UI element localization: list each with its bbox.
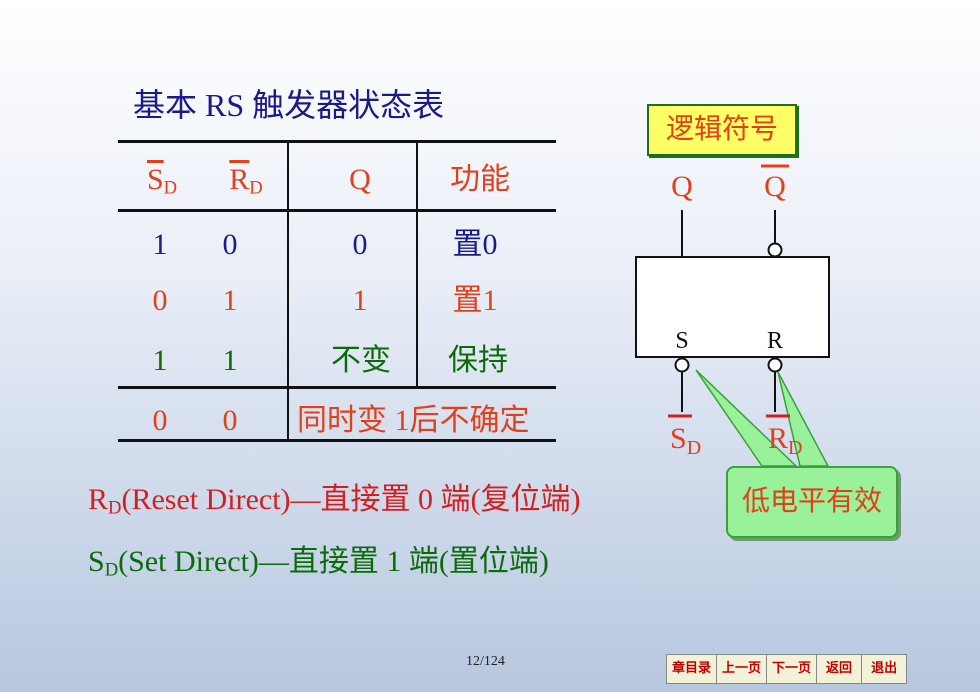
row2-q: 1: [352, 284, 368, 317]
input-sd-label: SD: [670, 422, 701, 459]
logic-symbol-label: 逻辑符号: [647, 104, 797, 156]
row2-sd: 0: [152, 284, 168, 317]
inverter-bubble-qbar: [767, 242, 783, 258]
row4-rd: 0: [222, 404, 238, 437]
row3-q: 不变: [331, 344, 391, 377]
page-number: 12/124: [466, 654, 505, 669]
header-function: 功能: [450, 163, 510, 196]
page-title: 基本 RS 触发器状态表: [133, 87, 445, 123]
logic-symbol-diagram: Q Q S R SD RD: [635, 164, 830, 467]
table-rule-top: [118, 140, 556, 143]
row4-sd: 0: [152, 404, 168, 437]
row4-merged: 同时变 1后不确定: [297, 404, 530, 437]
row3-function: 保持: [448, 344, 508, 377]
nav-prev-page-button[interactable]: 上一页: [717, 655, 768, 683]
table-rule-header: [118, 209, 556, 212]
row1-rd: 0: [222, 228, 238, 261]
table-divider-1: [287, 140, 289, 441]
nav-exit-button[interactable]: 退出: [871, 661, 898, 676]
active-low-callout: 低电平有效: [726, 466, 898, 538]
active-low-callout-text: 低电平有效: [741, 486, 882, 517]
row3-rd: 1: [222, 344, 238, 377]
table-rule-mid: [118, 386, 556, 389]
nav-chapter-toc-button[interactable]: 章目录: [667, 655, 718, 683]
output-qbar-label: Q: [764, 170, 786, 203]
row2-rd: 1: [222, 284, 238, 317]
nav-bar: 章目录 上一页 下一页 返回 退出: [666, 654, 908, 684]
header-sd: SD: [146, 163, 178, 199]
row1-sd: 1: [152, 228, 168, 261]
header-q: Q: [349, 163, 371, 196]
nav-next-page-button[interactable]: 下一页: [767, 655, 818, 683]
row1-q: 0: [352, 228, 368, 261]
row3-sd: 1: [152, 344, 168, 377]
output-q-label: Q: [671, 170, 693, 203]
row2-function: 置1: [452, 284, 498, 317]
inverter-bubble-r: [767, 357, 783, 373]
header-rd: RD: [229, 163, 263, 199]
flipflop-box: [635, 256, 830, 358]
table-divider-2: [416, 140, 418, 389]
row1-function: 置0: [452, 228, 498, 261]
nav-back-button[interactable]: 返回: [817, 655, 863, 683]
input-rd-label: RD: [768, 422, 802, 459]
input-s-label: S: [675, 328, 688, 354]
inverter-bubble-s: [674, 357, 690, 373]
table-rule-bottom: [118, 439, 556, 442]
input-r-label: R: [767, 328, 783, 354]
note-reset-direct: RD(Reset Direct)—直接置 0 端(复位端): [88, 483, 581, 519]
note-set-direct: SD(Set Direct)—直接置 1 端(置位端): [88, 545, 549, 581]
